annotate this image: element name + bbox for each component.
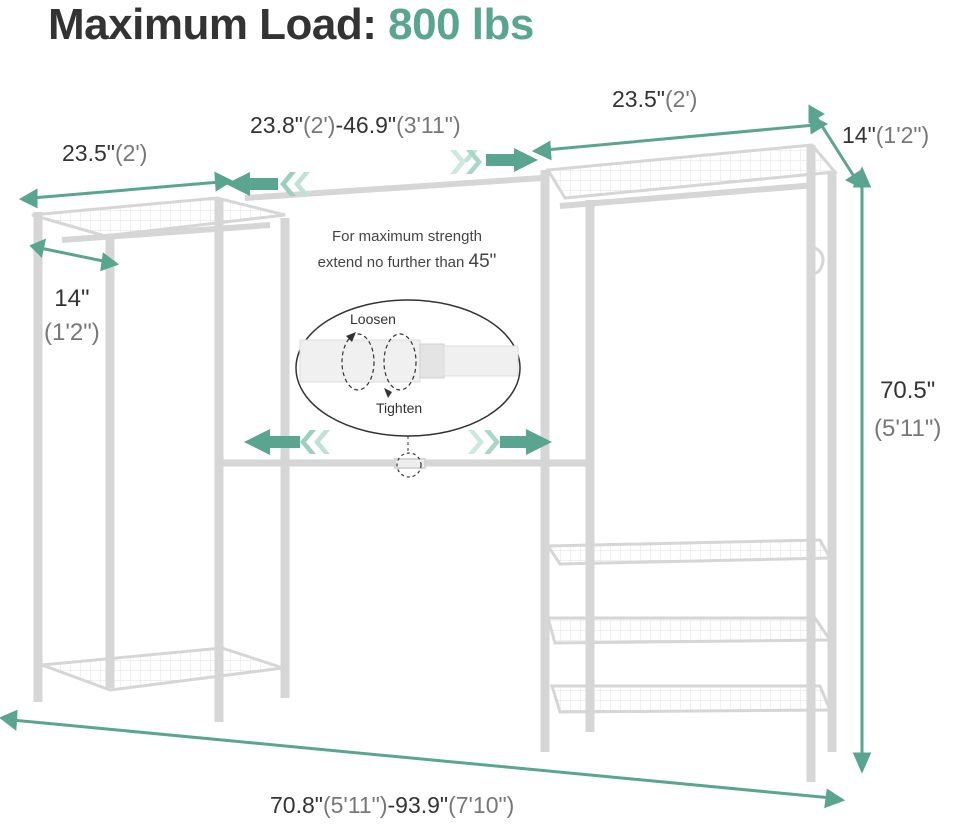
middle-extension-arrows (244, 429, 552, 455)
strength-note: For maximum strength extend no further t… (302, 224, 512, 275)
height-label: 70.5" (5'11") (874, 377, 942, 442)
note-limit: 45" (468, 251, 497, 272)
loosen-label: Loosen (350, 311, 396, 327)
page-title: Maximum Load: 800 lbs (48, 0, 534, 50)
left-depth-line (39, 246, 109, 264)
tighten-label: Tighten (376, 400, 423, 416)
top-arrow-left (226, 172, 278, 196)
tighten-arrow-icon (384, 388, 392, 398)
right-top-shelf (545, 143, 839, 200)
zoom-callout (295, 299, 521, 478)
note-line-2: extend no further than 45" (317, 251, 497, 272)
right-hanging-rod (559, 182, 816, 209)
top-arrow-right (486, 148, 538, 172)
zoom-target (396, 452, 422, 478)
right-width-label: 23.5"(2') (612, 86, 698, 112)
rod-extension-label: 23.8"(2')-46.9"(3'11") (250, 112, 461, 138)
loosen-arrow-icon (346, 332, 356, 342)
total-width-line (11, 718, 833, 800)
right-depth-label: 14"(1'2") (842, 122, 930, 148)
note-line-1: For maximum strength (331, 228, 483, 245)
rod-joint (394, 458, 426, 469)
total-width-label: 70.8"(5'11")-93.9"(7'10") (270, 792, 515, 818)
title-prefix: Maximum Load: (48, 0, 377, 49)
left-width-label: 23.5"(2') (62, 140, 148, 166)
max-load-value: 800 lbs (388, 0, 534, 49)
mid-arrow-left (244, 429, 300, 455)
left-unit (31, 196, 290, 722)
right-depth-line (813, 114, 857, 179)
left-width-line (31, 180, 221, 200)
right-width-line (544, 123, 816, 152)
left-bottom-shelf (41, 646, 284, 692)
left-hanging-rod (61, 222, 271, 243)
dimension-lines (0, 104, 872, 809)
hook (809, 246, 825, 275)
top-extension-arrows (226, 148, 538, 196)
mid-arrow-right (500, 429, 552, 455)
left-depth-label: 14" (1'2") (44, 285, 100, 346)
right-unit (540, 143, 839, 782)
